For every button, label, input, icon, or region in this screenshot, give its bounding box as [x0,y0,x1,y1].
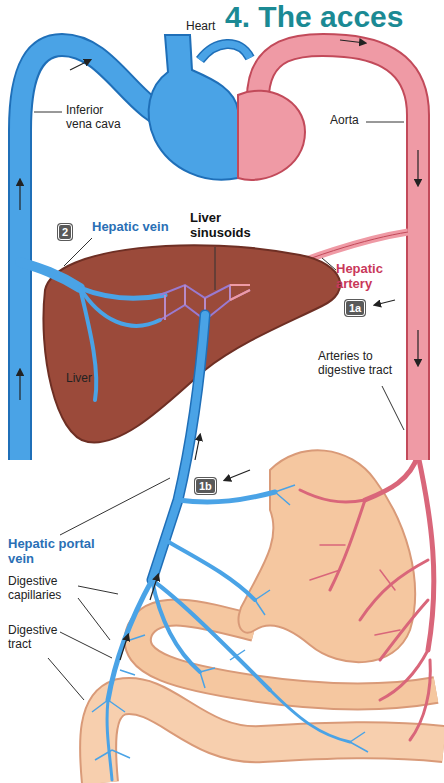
hepatic-portal-vein [107,315,350,780]
callout-box: 2 [58,224,72,240]
capillary-label: Digestive capillaries [8,575,80,603]
callout-number: 1b [199,479,212,493]
tract-label: Digestive tract [8,624,70,652]
liver-label: Liver [66,372,92,386]
callout-box: 1b [195,478,216,494]
vena-cava-label: Inferior vena cava [66,104,124,132]
artery-label: Arteries to digestive tract [318,350,402,378]
sinusoid-label: Liver sinusoids [190,211,256,241]
heart-label: Heart [186,20,215,34]
portal-vein-label: Hepatic portal vein [8,537,96,567]
callout-number: 2 [62,225,68,239]
callout-number: 1a [349,301,361,315]
aorta-label: Aorta [330,114,359,128]
leader-line [34,112,404,700]
flow-arrow [20,40,418,660]
slide-title: 4. The acces [225,2,403,32]
hepatic-artery-label: Hepatic artery [336,262,402,292]
digestive-capillaries [92,485,368,760]
callout-box: 1a [345,300,365,316]
digestive-arteries [300,455,434,740]
hepatic-vein [20,262,165,400]
stomach [238,450,415,662]
hepatic-vein-label: Hepatic vein [92,220,169,235]
heart [149,35,305,180]
